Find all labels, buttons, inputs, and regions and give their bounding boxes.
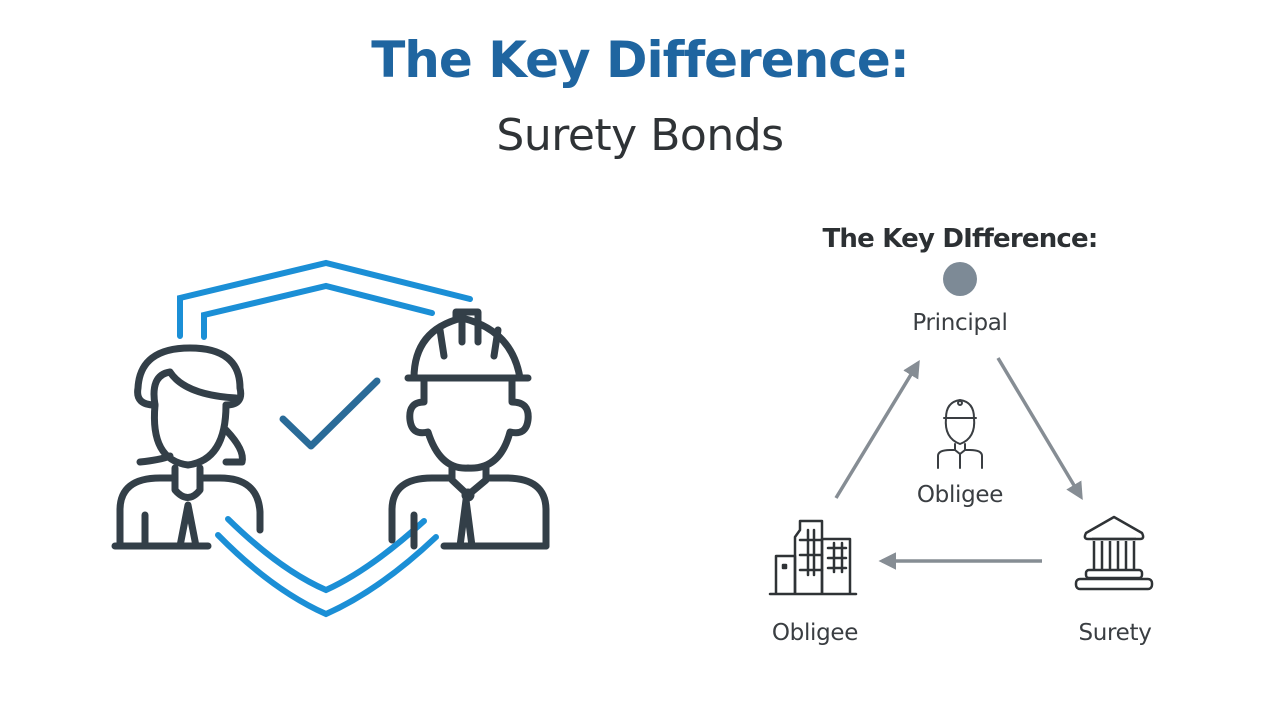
node-label-surety: Surety <box>1078 620 1152 646</box>
node-label-obligee: Obligee <box>771 620 859 646</box>
woman-person-icon <box>111 344 264 550</box>
construction-worker-icon <box>388 308 550 550</box>
arrow-principal-to-surety <box>996 357 1083 501</box>
checkmark-icon <box>279 377 381 450</box>
shield-icon <box>177 259 473 618</box>
page-title: The Key Difference: <box>371 31 910 89</box>
worker-icon <box>937 399 983 469</box>
bank-icon <box>1074 515 1154 591</box>
node-label-principal: Principal <box>912 310 1008 336</box>
circle-dot-icon <box>943 262 977 296</box>
diagram-heading: The Key DIfference: <box>822 224 1099 254</box>
node-label-center-obligee: Obligee <box>916 482 1004 508</box>
arrow-obligee-to-principal <box>834 360 920 499</box>
building-icon <box>768 519 858 596</box>
page-subtitle: Surety Bonds <box>496 110 784 161</box>
